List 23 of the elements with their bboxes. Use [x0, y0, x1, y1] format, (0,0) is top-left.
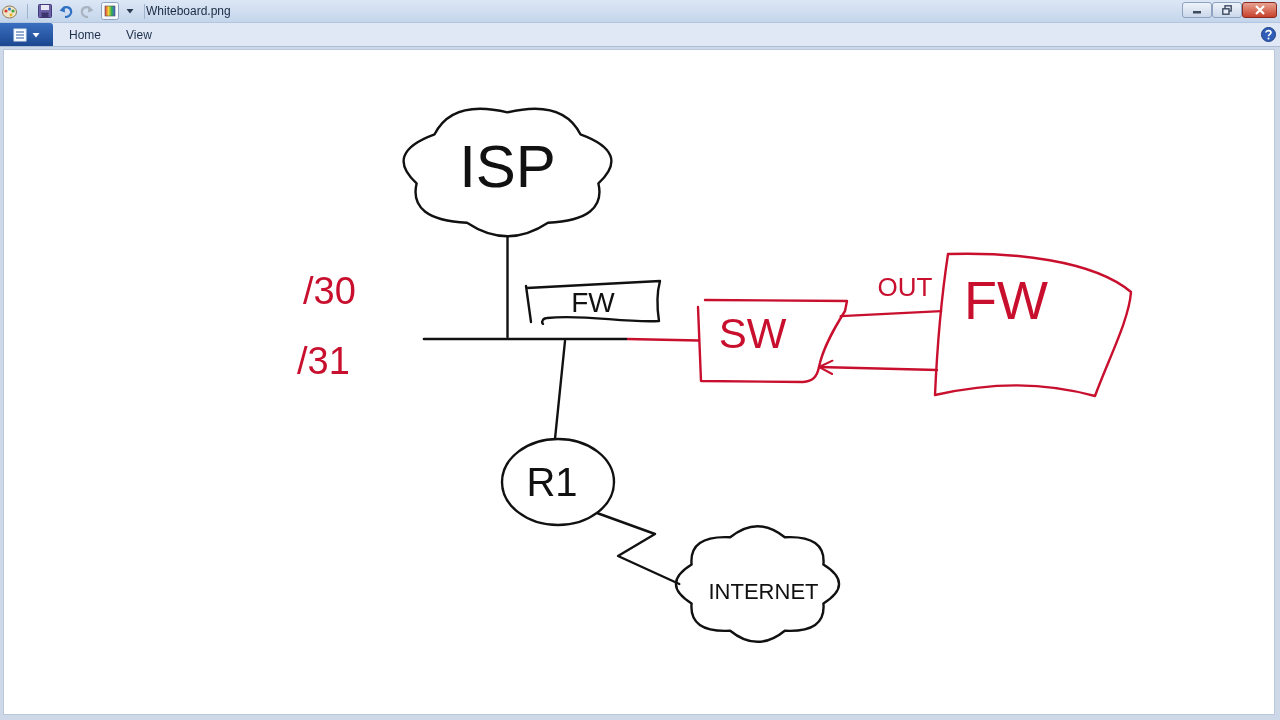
device-box	[695, 297, 850, 384]
node-label: INTERNET	[708, 581, 819, 603]
connector-line	[625, 337, 701, 342]
connector-line	[595, 511, 681, 586]
tab-label: View	[126, 28, 152, 42]
arrow	[817, 359, 939, 375]
node-label: ISP	[459, 136, 556, 197]
tab-label: Home	[69, 28, 101, 42]
connector-line	[553, 339, 567, 440]
handwritten-note: /30	[303, 272, 356, 310]
node-label: FW	[964, 273, 1048, 327]
ellipse-shape	[500, 437, 616, 527]
node-label: SW	[718, 312, 787, 355]
handwritten-note: /31	[297, 342, 350, 380]
device-box	[933, 250, 1135, 400]
device-box	[523, 278, 663, 328]
node-label: R1	[526, 462, 578, 502]
node-label: FW	[571, 289, 615, 317]
connector-line	[506, 235, 509, 339]
connector-line	[839, 309, 943, 318]
bus-line	[423, 337, 627, 341]
window-title: Whiteboard.png	[146, 4, 231, 18]
cloud-shape	[675, 525, 840, 643]
